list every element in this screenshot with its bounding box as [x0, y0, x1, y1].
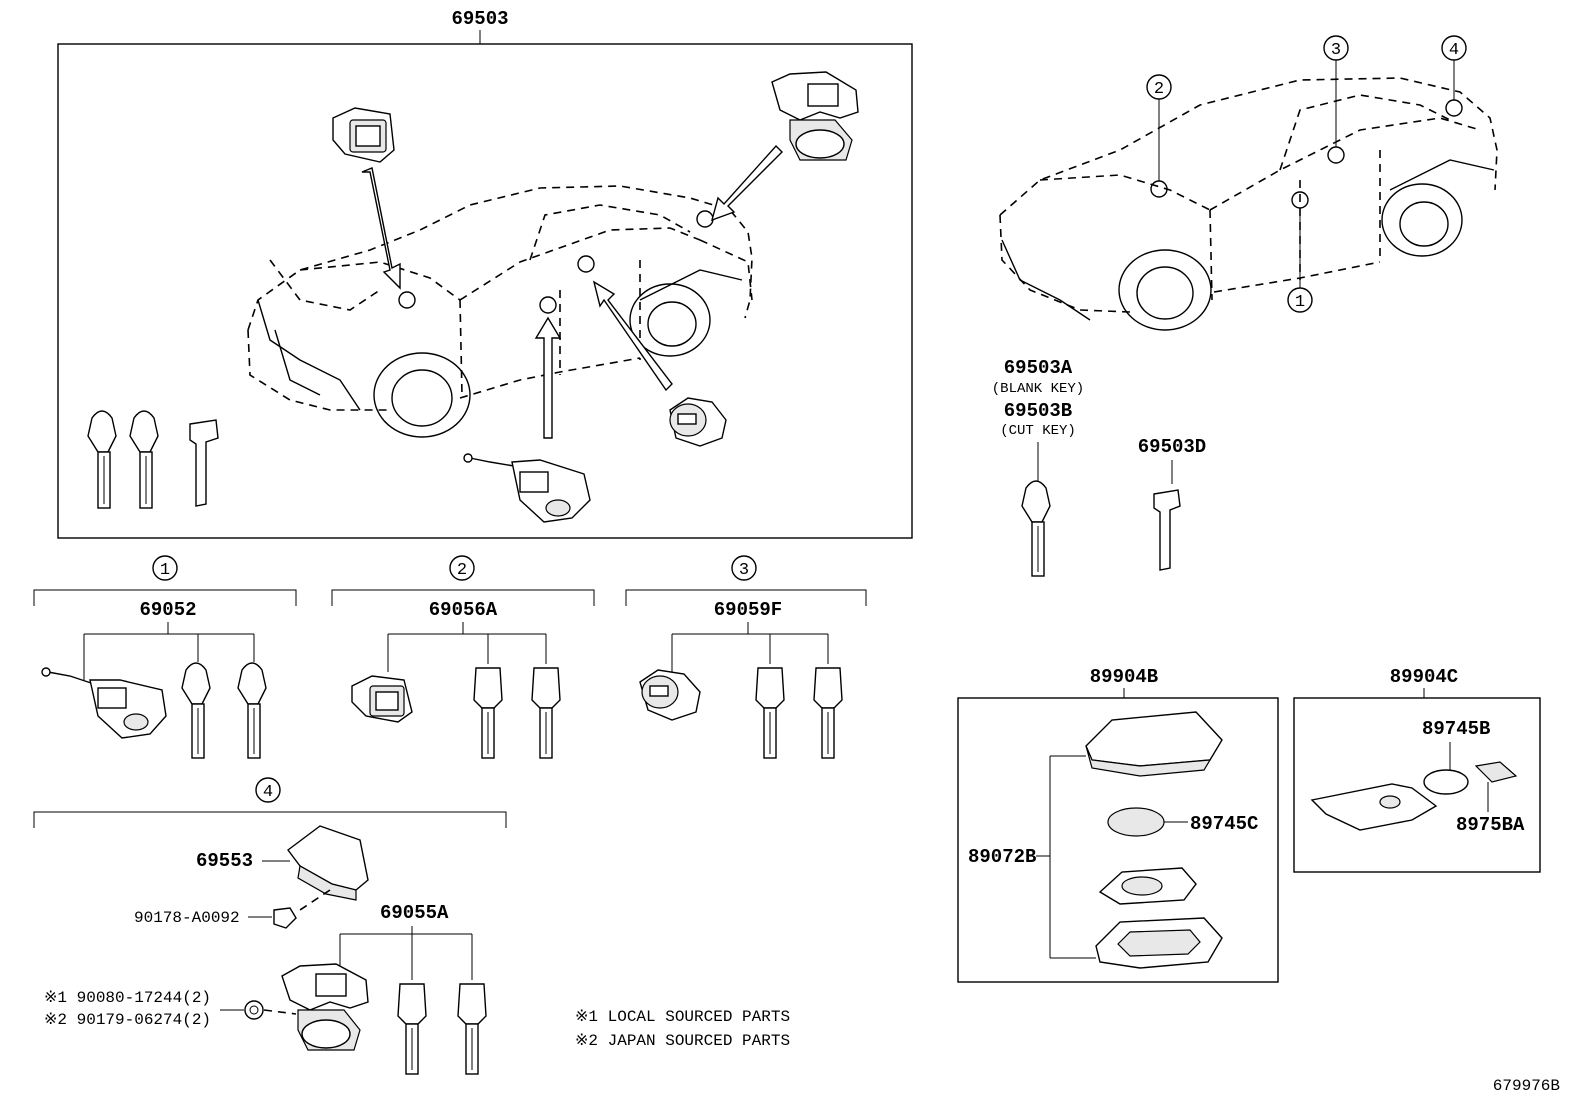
- group-1-part-no[interactable]: 69052: [139, 599, 196, 621]
- steering-column-cover-part[interactable]: [287, 825, 369, 911]
- door-lock-cylinder-icon[interactable]: [332, 107, 395, 163]
- group-1-key-a[interactable]: [181, 662, 211, 759]
- ignition-switch-part[interactable]: [281, 963, 369, 1051]
- screw-part[interactable]: [273, 907, 297, 929]
- remote-b-circuit-board[interactable]: [1098, 867, 1197, 905]
- group-2: 2 69056A: [331, 555, 595, 759]
- remote-c-sticker[interactable]: [1474, 761, 1518, 783]
- glove-box-lock-part[interactable]: [639, 669, 701, 721]
- figure-id: 679976B: [1493, 1077, 1560, 1095]
- cover-part-no[interactable]: 69553: [196, 850, 253, 872]
- blank-key-group: 69503A (BLANK KEY) 69503B (CUT KEY): [992, 357, 1084, 577]
- remote-b-frame: [957, 697, 1279, 983]
- door-lock-actuator-icon[interactable]: [463, 453, 591, 523]
- cylinder-set-part-no[interactable]: 69055A: [380, 902, 449, 924]
- ignition-switch-icon[interactable]: [771, 71, 859, 161]
- remote-c-part-no[interactable]: 89904C: [1390, 666, 1458, 688]
- note-japan-sourced: ※2 JAPAN SOURCED PARTS: [575, 1032, 790, 1050]
- card-key-icon[interactable]: [189, 419, 219, 507]
- group-3: 3 69059F: [625, 555, 867, 759]
- group-4-key-a[interactable]: [397, 983, 427, 1075]
- group-1: 1 69052: [33, 555, 297, 759]
- group-4-key-b[interactable]: [457, 983, 487, 1075]
- blank-key-part-no[interactable]: 69503A: [1004, 357, 1073, 379]
- key-icon-2[interactable]: [129, 410, 159, 509]
- group-2-key-b[interactable]: [531, 667, 561, 759]
- group-2-key-a[interactable]: [473, 667, 503, 759]
- svg-text:3: 3: [1331, 41, 1341, 60]
- location-callout-4: 4: [1441, 35, 1467, 61]
- blank-key-label: (BLANK KEY): [992, 381, 1084, 397]
- location-callout-1: 1: [1287, 287, 1313, 313]
- nut-part[interactable]: [244, 1000, 264, 1020]
- group-1-key-b[interactable]: [237, 662, 267, 759]
- note-local-sourced: ※1 LOCAL SOURCED PARTS: [575, 1008, 790, 1026]
- cut-key-label: (CUT KEY): [1000, 423, 1076, 439]
- remote-c-battery[interactable]: [1423, 769, 1469, 795]
- remote-c-sticker-part-no[interactable]: 8975BA: [1456, 814, 1525, 836]
- nut-1-part-no[interactable]: ※1 90080-17244(2): [44, 989, 211, 1007]
- locator-arrows: [361, 144, 783, 439]
- blank-key-icon[interactable]: [1021, 480, 1051, 577]
- main-assembly-part-no[interactable]: 69503: [451, 8, 508, 30]
- svg-text:3: 3: [739, 561, 749, 580]
- remote-b-case-part-no[interactable]: 89072B: [968, 846, 1036, 868]
- remote-c-battery-part-no[interactable]: 89745B: [1422, 718, 1490, 740]
- glove-box-lock-icon[interactable]: [669, 397, 727, 447]
- remote-c-card-key[interactable]: [1310, 783, 1438, 831]
- svg-text:1: 1: [160, 561, 170, 580]
- svg-text:4: 4: [263, 783, 273, 802]
- door-lock-actuator-part[interactable]: [41, 667, 167, 739]
- cut-key-part-no[interactable]: 69503B: [1004, 400, 1072, 422]
- sourcing-notes: ※1 LOCAL SOURCED PARTS ※2 JAPAN SOURCED …: [575, 1008, 790, 1050]
- group-3-key-a[interactable]: [755, 667, 785, 759]
- card-key-part-no[interactable]: 69503D: [1138, 436, 1206, 458]
- group-3-part-no[interactable]: 69059F: [714, 599, 782, 621]
- card-key-group: 69503D: [1138, 436, 1206, 571]
- group-4: 4 69553 90178-A0092 69055A: [33, 777, 507, 1075]
- key-icon-1[interactable]: [87, 410, 117, 509]
- car-illustration-main: [247, 185, 753, 438]
- remote-c-frame: [1293, 697, 1541, 873]
- svg-text:2: 2: [1154, 80, 1164, 99]
- svg-text:1: 1: [1295, 293, 1305, 312]
- location-callout-3: 3: [1323, 35, 1349, 61]
- nut-2-part-no[interactable]: ※2 90179-06274(2): [44, 1011, 211, 1029]
- screw-part-no[interactable]: 90178-A0092: [134, 909, 240, 927]
- group-3-key-b[interactable]: [813, 667, 843, 759]
- svg-text:2: 2: [457, 561, 467, 580]
- group-2-part-no[interactable]: 69056A: [429, 599, 498, 621]
- main-assembly-frame: [57, 43, 913, 539]
- remote-b-part-no[interactable]: 89904B: [1090, 666, 1158, 688]
- card-key-icon-loose[interactable]: [1153, 489, 1181, 571]
- location-callout-2: 2: [1146, 74, 1172, 100]
- door-lock-cylinder-part[interactable]: [351, 675, 413, 723]
- remote-b-assembly: 89904B 89072B 89745C: [957, 666, 1279, 983]
- remote-b-bottom-case[interactable]: [1095, 917, 1223, 969]
- remote-b-battery[interactable]: [1107, 807, 1165, 837]
- main-assembly: 69503: [57, 8, 913, 539]
- svg-text:4: 4: [1449, 41, 1459, 60]
- remote-b-top-cover[interactable]: [1085, 711, 1223, 777]
- remote-b-battery-part-no[interactable]: 89745C: [1190, 813, 1258, 835]
- remote-c-assembly: 89904C 89745B 8975BA: [1293, 666, 1541, 873]
- car-illustration-location: [999, 60, 1498, 331]
